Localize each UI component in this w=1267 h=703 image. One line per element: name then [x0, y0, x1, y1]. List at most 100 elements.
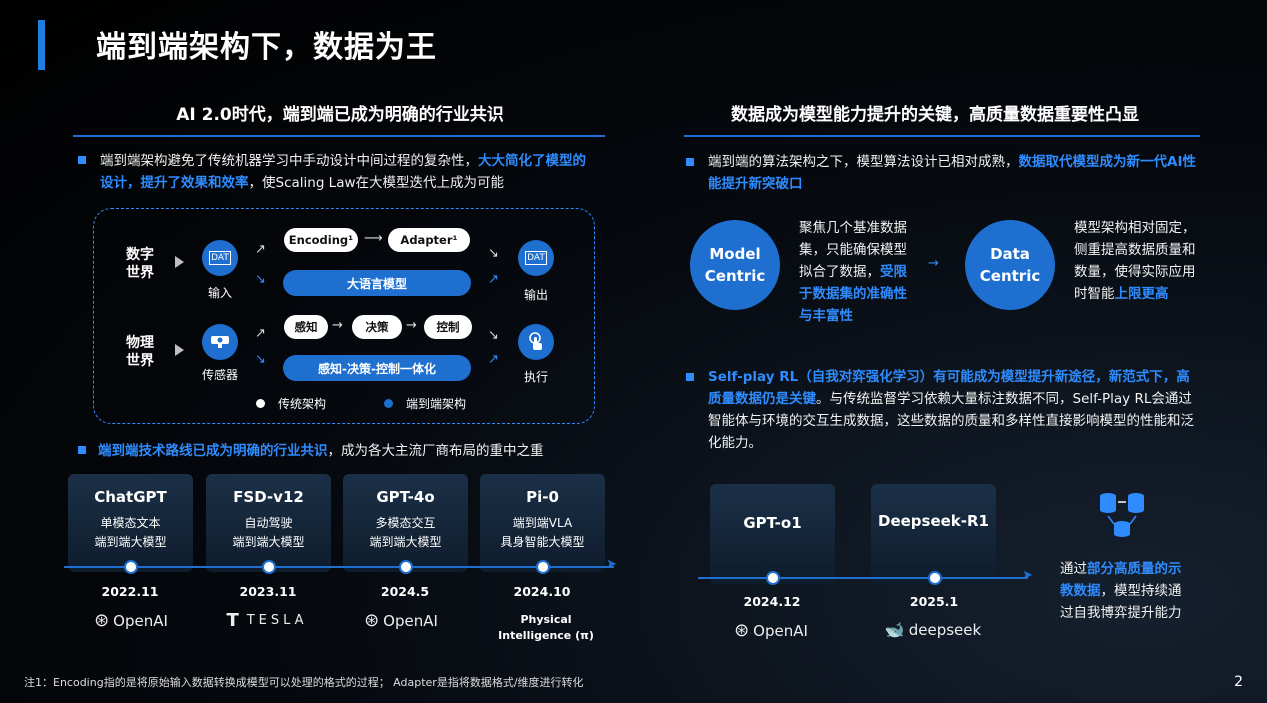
legend-dot-e2e — [384, 399, 393, 408]
model-card: ChatGPT 单模态文本端到端大模型 — [68, 474, 193, 572]
deepseek-whale-icon: 🐋 — [884, 620, 905, 639]
model-name: Pi-0 — [526, 488, 559, 506]
bullet-icon — [686, 158, 694, 166]
arrow-right-icon: → — [928, 256, 939, 271]
digital-world-label: 数字世界 — [126, 247, 154, 281]
timeline-dot — [262, 560, 276, 574]
play-arrow-icon — [175, 256, 184, 268]
model-name: GPT-o1 — [743, 514, 802, 532]
integrated-pill: 感知-决策-控制一体化 — [283, 355, 471, 381]
openai-icon: ⊛ — [734, 620, 750, 641]
data-centric-text-pre: 模型架构相对固定，侧重提高数据质量和数量，使得实际应用时智能 — [1074, 220, 1196, 302]
slide-title: 端到端架构下，数据为王 — [96, 30, 437, 65]
database-sync-icon — [1098, 490, 1148, 544]
right-bullet-2-highlight: Self-play RL（自我对弈强化学习）有可能成为模型提升新途径，新范式下，… — [708, 369, 1190, 407]
model-desc: 端到端大模型 — [369, 535, 442, 549]
input-label: 输入 — [207, 286, 232, 300]
model-card: GPT-4o 多模态交互端到端大模型 — [343, 474, 468, 572]
execute-label: 执行 — [523, 370, 548, 384]
timeline-dot — [399, 560, 413, 574]
timeline-dot — [124, 560, 138, 574]
architecture-diagram-frame — [93, 208, 595, 424]
legend-dot-traditional — [256, 399, 265, 408]
left-bullet-1-pre: 端到端架构避免了传统机器学习中手动设计中间过程的复杂性， — [100, 153, 478, 169]
model-centric-circle: Model Centric — [690, 220, 780, 310]
arrow-right-icon: ⟶ — [364, 231, 383, 246]
openai-icon: ⊛ — [364, 610, 380, 631]
model-desc: 具身智能大模型 — [500, 535, 585, 549]
left-timeline — [64, 566, 614, 568]
side-text-pre: 通过 — [1060, 561, 1087, 577]
arrow-down-right-icon: ↘ — [488, 246, 499, 261]
model-card: GPT-o1 — [710, 484, 835, 584]
model-card: FSD-v12 自动驾驶端到端大模型 — [206, 474, 331, 572]
left-section-title: AI 2.0时代，端到端已成为明确的行业共识 — [176, 105, 504, 125]
arrow-up-right-icon: ↗ — [488, 352, 499, 367]
release-date: 2024.12 — [743, 594, 801, 609]
side-text-post: ，模型持续通过自我博弈提升能力 — [1060, 583, 1182, 621]
adapter-pill: Adapter¹ — [388, 228, 470, 252]
data-centric-circle: Data Centric — [965, 220, 1055, 310]
right-bullet-1-highlight: 数据取代模型成为新一代AI性能提升新突破口 — [708, 154, 1196, 192]
openai-icon: ⊛ — [94, 610, 110, 631]
release-date: 2023.11 — [239, 584, 297, 599]
bullet-icon — [78, 446, 86, 454]
dat-icon-text: DAT — [525, 251, 547, 265]
data-centric-text: 模型架构相对固定，侧重提高数据质量和数量，使得实际应用时智能上限更高 — [1074, 217, 1204, 305]
perceive-pill: 感知 — [284, 315, 328, 339]
openai-logo-text: OpenAI — [753, 621, 808, 640]
openai-logo: ⊛OpenAI — [76, 610, 186, 631]
title-accent-bar — [38, 20, 45, 70]
physical-world-label: 物理世界 — [126, 335, 154, 369]
model-name: Deepseek-R1 — [878, 512, 989, 530]
deepseek-logo-text: deepseek — [908, 620, 982, 639]
left-bullet-2: 端到端技术路线已成为明确的行业共识，成为各大主流厂商布局的重中之重 — [98, 440, 583, 462]
model-desc: 单模态文本 — [100, 516, 161, 530]
data-centric-text-highlight: 上限更高 — [1114, 286, 1169, 302]
bullet-icon — [686, 373, 694, 381]
arrow-down-right-icon: ↘ — [488, 328, 499, 343]
right-section-title: 数据成为模型能力提升的关键，高质量数据重要性凸显 — [731, 105, 1139, 125]
release-date: 2024.5 — [380, 584, 430, 599]
output-label: 输出 — [523, 288, 548, 302]
arrow-up-right-icon: ↗ — [255, 242, 266, 257]
side-text-highlight: 部分高质量的示教数据 — [1060, 561, 1182, 599]
left-section-divider — [73, 135, 605, 137]
model-card: Deepseek-R1 — [871, 484, 996, 584]
left-bullet-2-post: ，成为各大主流厂商布局的重中之重 — [327, 443, 544, 459]
model-name: FSD-v12 — [233, 488, 304, 506]
model-centric-text: 聚焦几个基准数据集，只能确保模型拟合了数据，受限于数据集的准确性与丰富性 — [799, 217, 912, 327]
openai-logo: ⊛OpenAI — [716, 620, 826, 641]
timeline-arrow-icon: ➤ — [606, 557, 617, 572]
legend-e2e: 端到端架构 — [406, 397, 467, 411]
touch-execute-icon — [518, 324, 554, 360]
release-date: 2022.11 — [101, 584, 159, 599]
deepseek-logo: 🐋deepseek — [876, 620, 990, 639]
model-name: ChatGPT — [94, 488, 167, 506]
arrow-up-right-icon: ↗ — [255, 326, 266, 341]
play-arrow-icon — [175, 344, 184, 356]
sensor-label: 传感器 — [201, 368, 238, 382]
model-centric-text-pre: 聚焦几个基准数据集，只能确保模型拟合了数据， — [799, 220, 907, 280]
left-bullet-1-post: ，使Scaling Law在大模型迭代上成为可能 — [248, 175, 505, 191]
left-bullet-1: 端到端架构避免了传统机器学习中手动设计中间过程的复杂性，大大简化了模型的设计，提… — [100, 150, 590, 194]
page-number: 2 — [1234, 674, 1243, 690]
decide-pill: 决策 — [352, 315, 402, 339]
bullet-icon — [78, 156, 86, 164]
physical-intelligence-logo: Physical Intelligence (π) — [498, 613, 594, 642]
model-centric-label: Model Centric — [704, 245, 766, 285]
model-centric-text-highlight: 受限于数据集的准确性与丰富性 — [799, 264, 907, 324]
data-file-icon: DAT — [202, 240, 238, 276]
timeline-dot — [928, 571, 942, 585]
dat-icon-text: DAT — [209, 251, 231, 265]
openai-logo-text: OpenAI — [113, 611, 168, 630]
right-bullet-2: Self-play RL（自我对弈强化学习）有可能成为模型提升新途径，新范式下，… — [708, 366, 1196, 454]
model-name: GPT-4o — [376, 488, 435, 506]
release-date: 2025.1 — [909, 594, 959, 609]
control-pill: 控制 — [424, 315, 472, 339]
output-file-icon: DAT — [518, 240, 554, 276]
sensor-icon — [202, 324, 238, 360]
arrow-right-icon: → — [406, 318, 417, 333]
